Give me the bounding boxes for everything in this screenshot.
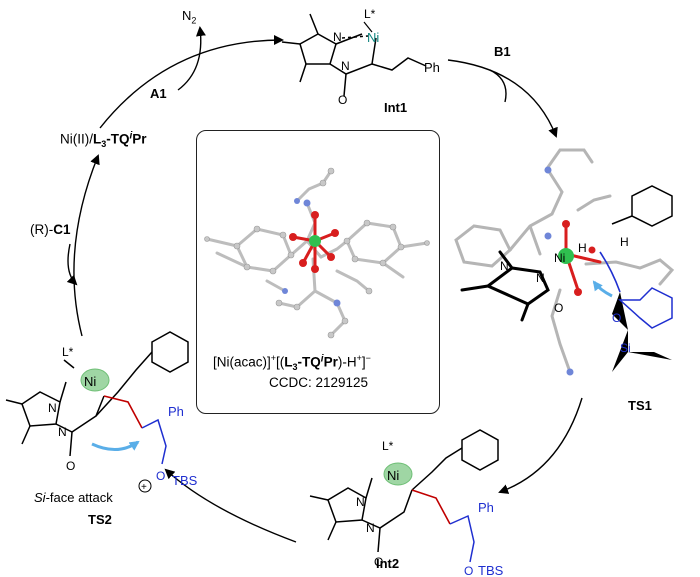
int1-ph: Ph [424, 60, 440, 75]
int2-label: Int2 [376, 556, 400, 571]
arrow-n2-release [177, 26, 206, 91]
arrow-b1-feed [489, 69, 507, 103]
arrow-ts1-to-int2 [498, 397, 583, 494]
int1-ni: Ni [367, 30, 379, 45]
catalyst-label: Ni(II)/L3-TQiPr [60, 130, 147, 150]
int2-n1: N [356, 495, 365, 509]
crystal-formula: [Ni(acac)]+[(L3-TQiPr)-H+]− [213, 353, 371, 373]
ts2-ni-highlight [80, 368, 110, 392]
ts2-tbs: TBS [172, 473, 198, 488]
ts1-label: TS1 [628, 398, 652, 413]
ts1-o-silyl: O [612, 311, 621, 325]
step-a1-label: A1 [150, 86, 167, 101]
step-b1-label: B1 [494, 44, 511, 59]
int2-tbs: TBS [478, 563, 504, 577]
ts1-o: O [554, 301, 563, 315]
ts2-l-star: L* [62, 345, 74, 359]
ts1-structure [454, 148, 675, 376]
n2-label: N2 [182, 8, 197, 26]
arrow-ni-to-int1 [99, 35, 284, 129]
int2-o: O [374, 555, 383, 569]
int1-structure [281, 13, 427, 97]
arrow-c1-release [66, 243, 78, 286]
ts1-h2: H [620, 235, 629, 249]
int2-ni-highlight [383, 462, 413, 486]
int2-l-star: L* [382, 439, 394, 453]
ts1-ni: Ni [554, 251, 565, 265]
int2-o-silyl: O [464, 564, 473, 577]
int1-o: O [338, 93, 347, 107]
ts2-plus: + [141, 482, 147, 493]
nickel-atom-sphere [309, 235, 321, 247]
product-c1-label: (R)-C1 [30, 222, 71, 237]
ts1-n2: N [536, 271, 545, 285]
int1-l-star: L* [364, 7, 376, 21]
int1-n1: N [333, 30, 342, 44]
ts2-ni: Ni [84, 374, 96, 389]
ts2-structure [5, 331, 189, 457]
arrow-int1-to-ts1 [447, 59, 558, 138]
int2-ni: Ni [387, 468, 399, 483]
ts2-n1: N [48, 401, 57, 415]
int2-ph: Ph [478, 500, 494, 515]
int2-structure [309, 429, 499, 553]
ts1-h1: H [578, 241, 587, 255]
int2-n2: N [366, 521, 375, 535]
ts1-si: Si [620, 341, 631, 355]
ts2-label: TS2 [88, 512, 112, 527]
arrow-int2-to-ts2 [164, 468, 297, 543]
arrow-ts2-to-ni [73, 154, 100, 337]
crystal-structure-ball-and-stick [204, 167, 430, 339]
ts2-o: O [66, 459, 75, 473]
ts2-o-silyl: O [156, 469, 165, 483]
ccdc-number: CCDC: 2129125 [269, 375, 369, 390]
ts1-n1: N [500, 259, 509, 273]
ts2-n2: N [58, 425, 67, 439]
si-face-attack-label: Si-face attack [34, 490, 113, 505]
crystal-structure-panel: [Ni(acac)]+[(L3-TQiPr)-H+]− CCDC: 212912… [196, 130, 440, 414]
ts2-ph: Ph [168, 404, 184, 419]
int1-n2: N [341, 59, 350, 73]
int1-label: Int1 [384, 100, 408, 115]
